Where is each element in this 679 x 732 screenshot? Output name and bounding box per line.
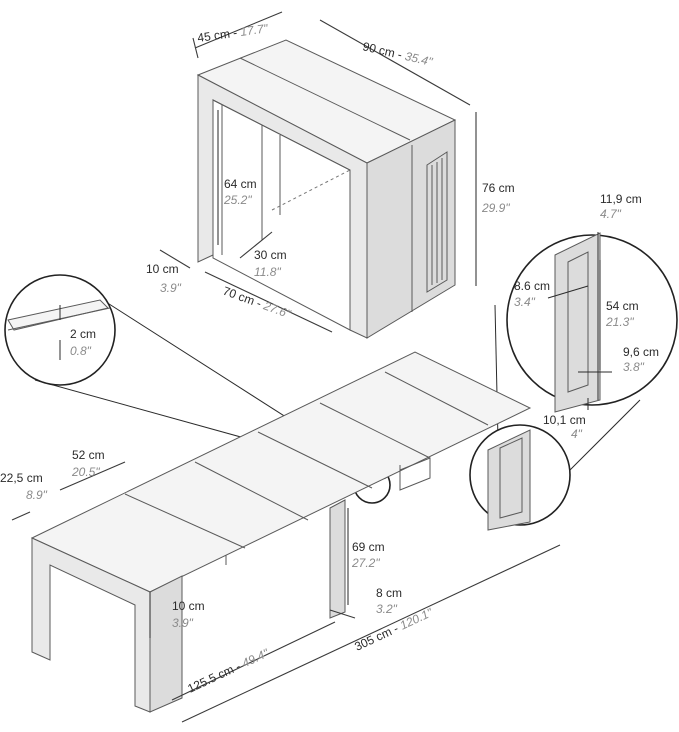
label-leg-height-cm: 54 cm <box>606 299 639 313</box>
label-leg-thickness-in: 3.2" <box>376 602 398 616</box>
label-slot-depth-cm: 8.6 cm <box>514 279 550 293</box>
label-apron-cm: 10 cm <box>172 599 205 613</box>
label-leg-width-cm: 9,6 cm <box>623 345 659 359</box>
label-inner-depth-in: 11.8" <box>254 265 281 279</box>
label-end-depth-cm: 22,5 cm <box>0 471 43 485</box>
label-top-thickness-cm: 2 cm <box>70 327 96 341</box>
extended-dimension-lines <box>11 461 561 723</box>
label-leaf-width-cm: 52 cm <box>72 448 105 462</box>
label-inner-width: 70 cm - 27.6" <box>221 284 293 322</box>
label-leg-thickness-cm: 8 cm <box>376 586 402 600</box>
label-slot-depth-in: 3.4" <box>514 295 536 309</box>
label-leg-offset-cm: 10 cm <box>146 262 179 276</box>
closed-console-drawing <box>196 39 457 339</box>
label-leaf-width-in: 20.5" <box>71 465 100 479</box>
label-clearance-cm: 69 cm <box>352 540 385 554</box>
label-inner-height-in: 25.2" <box>223 193 252 207</box>
label-leg-depth-cm: 11,9 cm <box>600 192 642 206</box>
label-depth-closed: 45 cm - 17.7" <box>196 21 269 45</box>
label-leg-depth-in: 4.7" <box>600 207 622 221</box>
label-leg-base-cm: 10,1 cm <box>543 413 586 427</box>
label-apron-in: 3.9" <box>172 616 194 630</box>
label-half-length: 125.5 cm - 49.4" <box>185 646 271 696</box>
label-top-thickness-in: 0.8" <box>70 344 92 358</box>
extended-table-drawing <box>30 351 532 713</box>
label-height-in: 29.9" <box>481 201 510 215</box>
label-leg-height-in: 21.3" <box>605 315 634 329</box>
label-leg-offset-in: 3.9" <box>160 281 182 295</box>
label-inner-height-cm: 64 cm <box>224 177 257 191</box>
label-inner-depth-cm: 30 cm <box>254 248 287 262</box>
label-height-cm: 76 cm <box>482 181 515 195</box>
label-leg-width-in: 3.8" <box>623 360 645 374</box>
closed-dimension-lines <box>159 11 477 333</box>
label-clearance-in: 27.2" <box>351 556 380 570</box>
label-end-depth-in: 8.9" <box>26 488 48 502</box>
label-leg-base-in: 4" <box>571 427 583 441</box>
leg-detail <box>469 232 678 531</box>
